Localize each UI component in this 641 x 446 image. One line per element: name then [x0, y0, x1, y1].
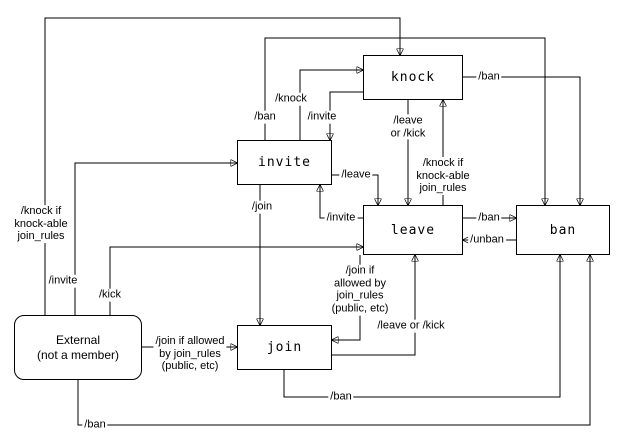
- arrow-join-to-leave: [332, 255, 415, 356]
- edge-label-external-to-join: /join if allowed by join_rules (public, …: [153, 335, 227, 373]
- edge-label-leave-to-knock: /knock if knock-able join_rules: [414, 157, 472, 195]
- state-ban: ban: [516, 205, 610, 255]
- arrow-external-to-invite: [74, 163, 237, 315]
- edge-label-external-to-leave-kick: /kick: [97, 288, 123, 302]
- state-external-line1: External: [55, 332, 101, 347]
- state-external: External (not a member): [14, 315, 142, 380]
- edge-label-external-to-ban: /ban: [82, 418, 108, 432]
- edge-label-invite-to-leave: /leave: [339, 168, 373, 182]
- edge-label-join-to-leave: /leave or /kick: [375, 319, 447, 333]
- arrow-invite-to-ban: [264, 37, 545, 205]
- state-external-line2: (not a member): [36, 347, 120, 362]
- edge-label-knock-to-ban: /ban: [476, 70, 502, 84]
- edge-label-leave-to-invite: /invite: [324, 211, 358, 225]
- edge-label-leave-to-join: /join if allowed by join_rules (public, …: [329, 264, 391, 316]
- arrow-knock-to-ban: [463, 76, 580, 205]
- edge-label-external-to-invite: /invite: [46, 274, 80, 288]
- edge-label-external-to-knock: /knock if knock-able join_rules: [12, 205, 70, 243]
- edge-label-join-to-ban: /ban: [328, 390, 354, 404]
- arrow-knock-to-invite: [330, 91, 363, 140]
- arrow-external-to-ban: [77, 255, 590, 426]
- state-invite: invite: [237, 140, 332, 185]
- state-join: join: [237, 325, 332, 370]
- edge-label-ban-to-leave: /unban: [468, 233, 506, 247]
- arrow-join-to-ban: [283, 255, 560, 398]
- state-leave-label: leave: [390, 222, 436, 238]
- arrow-invite-to-knock: [299, 70, 363, 140]
- state-invite-label: invite: [258, 155, 311, 170]
- state-knock: knock: [363, 55, 463, 100]
- arrow-external-to-leave: [109, 247, 363, 315]
- edge-label-knock-to-leave: /leave or /kick: [388, 114, 428, 140]
- state-join-label: join: [266, 340, 303, 355]
- arrow-external-to-knock: [44, 17, 400, 315]
- edge-label-invite-to-knock: /knock: [273, 92, 309, 106]
- state-leave: leave: [363, 205, 463, 255]
- edge-label-invite-to-ban: /ban: [252, 110, 278, 124]
- edge-label-invite-to-join: /join: [249, 200, 275, 214]
- state-knock-label: knock: [390, 70, 436, 85]
- edge-label-leave-to-ban: /ban: [476, 211, 502, 225]
- edge-label-knock-to-invite: /invite: [305, 110, 339, 124]
- state-ban-label: ban: [549, 222, 577, 238]
